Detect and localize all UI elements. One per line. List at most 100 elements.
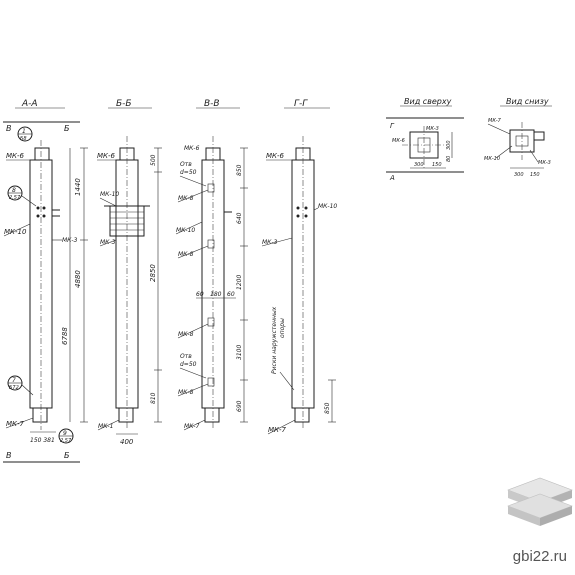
section-c-mk-8d-leader — [177, 383, 209, 397]
section-c-otv-bot-leader — [179, 367, 207, 379]
section-d-insert-3 — [296, 214, 300, 218]
section-d-mk-10-leader — [313, 207, 319, 211]
section-a-dim-total: 6788 — [61, 327, 69, 345]
section-a-callout-top-sub: Б8 — [20, 136, 27, 142]
watermark-text: gbi22.ru — [512, 548, 567, 565]
section-b-dim-b: 2850 — [149, 264, 157, 282]
section-a-cut-left-label: В — [6, 124, 12, 133]
section-d-dim-850: 850 — [324, 402, 331, 414]
section-c-mk-8b-leader — [177, 245, 209, 259]
section-a-insert-1 — [36, 206, 40, 210]
section-c-otv-bot: Отв — [180, 353, 192, 360]
section-b-mk-side-leader — [99, 239, 117, 247]
section-b-dim-c: 810 — [150, 392, 157, 404]
section-c-dim-640: 640 — [236, 212, 243, 224]
section-a-mk-bot-leader — [5, 417, 34, 429]
section-c-otv-top-leader — [179, 175, 207, 187]
section-d-mk-7-leader — [267, 419, 296, 435]
section-a-foot — [32, 407, 48, 423]
view-bottom-stub — [533, 131, 545, 141]
section-a: А-А В Б 1 Б8 8 2.57 7 Б72 9 2.57 — [3, 99, 88, 463]
section-a-mk-top: МК-6 — [6, 152, 25, 160]
section-a-mk-bot: МК-7 — [6, 420, 25, 428]
section-d-note2: опоры — [279, 318, 286, 338]
view-top-mk-b: МК-3 — [426, 126, 439, 132]
section-a-callout-mid-num: 8 — [12, 187, 16, 194]
section-a-insert-3 — [36, 214, 40, 218]
section-a-dim-base: 150 381 — [30, 437, 55, 444]
view-top-cut-a: А — [389, 174, 395, 182]
section-c-plate-2 — [207, 239, 215, 249]
section-c-foot — [204, 407, 220, 423]
section-d-mk-3: МК-3 — [262, 239, 278, 246]
section-c-plate-4 — [207, 377, 215, 387]
section-c-mk-7-leader — [183, 419, 206, 431]
section-c-dim-3100: 3100 — [236, 345, 243, 360]
section-a-cap — [34, 147, 50, 161]
view-bottom-mk-a: МК-7 — [488, 118, 502, 124]
section-d-mk-7: МК-7 — [268, 426, 287, 434]
logo-slab-bottom-right — [540, 506, 572, 526]
view-top-dim-h2: 80 — [446, 156, 452, 162]
section-c-dim-850: 850 — [236, 164, 243, 176]
section-a-callout-bot-leader — [21, 384, 34, 396]
section-a-callout-bot-sub: Б72 — [9, 385, 19, 391]
section-d-note-leader — [279, 371, 295, 391]
section-b-mk-bot-leader — [97, 419, 120, 431]
view-bottom-mk-a-leader — [487, 123, 511, 135]
section-c-mk-8c-leader — [177, 323, 209, 339]
section-a-callout-mid-sub: 2.57 — [9, 195, 21, 201]
section-a-dim-mid: 4880 — [74, 270, 82, 288]
section-a-insert-4 — [42, 214, 46, 218]
section-c-mk-10-leader — [175, 221, 203, 235]
section-a-cut-right-label: Б — [64, 124, 70, 133]
view-top-cut-t: Г — [390, 122, 395, 130]
section-c-mk-8b: МК-8 — [178, 251, 194, 258]
section-a-bottom-right-label: Б — [64, 451, 70, 460]
section-d-mk-3-leader — [261, 237, 293, 247]
section-a-callout-foot-num: 9 — [63, 430, 67, 437]
section-c-dim-60b: 60 — [227, 291, 235, 298]
view-top-dim-h: 300 — [446, 140, 452, 150]
section-d-mk-top: МК-6 — [266, 152, 285, 160]
section-b-foot — [118, 407, 134, 423]
view-top: Вид сверху Г МК-6 МК-3 А 300 150 300 80 — [386, 97, 464, 182]
section-d-mk-10: МК-10 — [318, 203, 337, 210]
section-b-dim-a: 500 — [150, 154, 157, 166]
logo-slab-bottom-left — [508, 506, 540, 526]
section-b-mk-mid: МК-10 — [100, 191, 119, 198]
view-top-dim-w2: 150 — [432, 162, 442, 168]
view-bottom-dim-w1: 300 — [514, 172, 524, 178]
section-d-title: Г-Г — [294, 99, 308, 109]
section-c-plate-3 — [207, 317, 215, 327]
section-d-foot — [294, 407, 310, 423]
view-top-mk-a: МК-6 — [392, 138, 405, 144]
section-a-callout-foot-sub: 2.57 — [60, 438, 72, 444]
view-top-title: Вид сверху — [404, 97, 452, 106]
section-b: Б-Б МК-6 МК-10 МК-3 МК-1 500 2850 810 40… — [97, 99, 162, 446]
section-d-insert-1 — [296, 206, 300, 210]
section-d-insert-4 — [304, 214, 308, 218]
section-c-mk-10: МК-10 — [176, 227, 195, 234]
section-c-mk-top: МК-6 — [184, 145, 200, 152]
section-a-mk-mid: МК-10 — [4, 228, 27, 236]
section-c-dim-180: 180 — [210, 291, 222, 298]
view-top-dim-w1: 300 — [414, 162, 424, 168]
section-a-mk-mid-leader — [3, 223, 31, 237]
section-c: В-В МК-6 Отв d=50 МК-8 МК-10 МК-8 МК-8 О… — [175, 99, 248, 431]
section-d-note: Риски наружстенных — [271, 306, 278, 374]
section-b-mk-top: МК-6 — [97, 152, 116, 160]
section-c-plate-1 — [207, 183, 215, 193]
section-b-title: Б-Б — [116, 99, 132, 109]
section-a-callout-top-num: 1 — [22, 128, 26, 135]
view-bottom-mk-b: МК-10 — [484, 156, 500, 162]
section-a-title: А-А — [21, 99, 38, 109]
section-c-otv-top-d: d=50 — [180, 169, 197, 176]
view-bottom-title: Вид снизу — [506, 97, 549, 106]
section-a-insert-2 — [42, 206, 46, 210]
section-c-dim-60a: 60 — [196, 291, 204, 298]
section-a-dim-upper: 1440 — [74, 178, 82, 196]
section-c-otv-bot-d: d=50 — [180, 361, 197, 368]
section-c-otv-top: Отв — [180, 161, 192, 168]
